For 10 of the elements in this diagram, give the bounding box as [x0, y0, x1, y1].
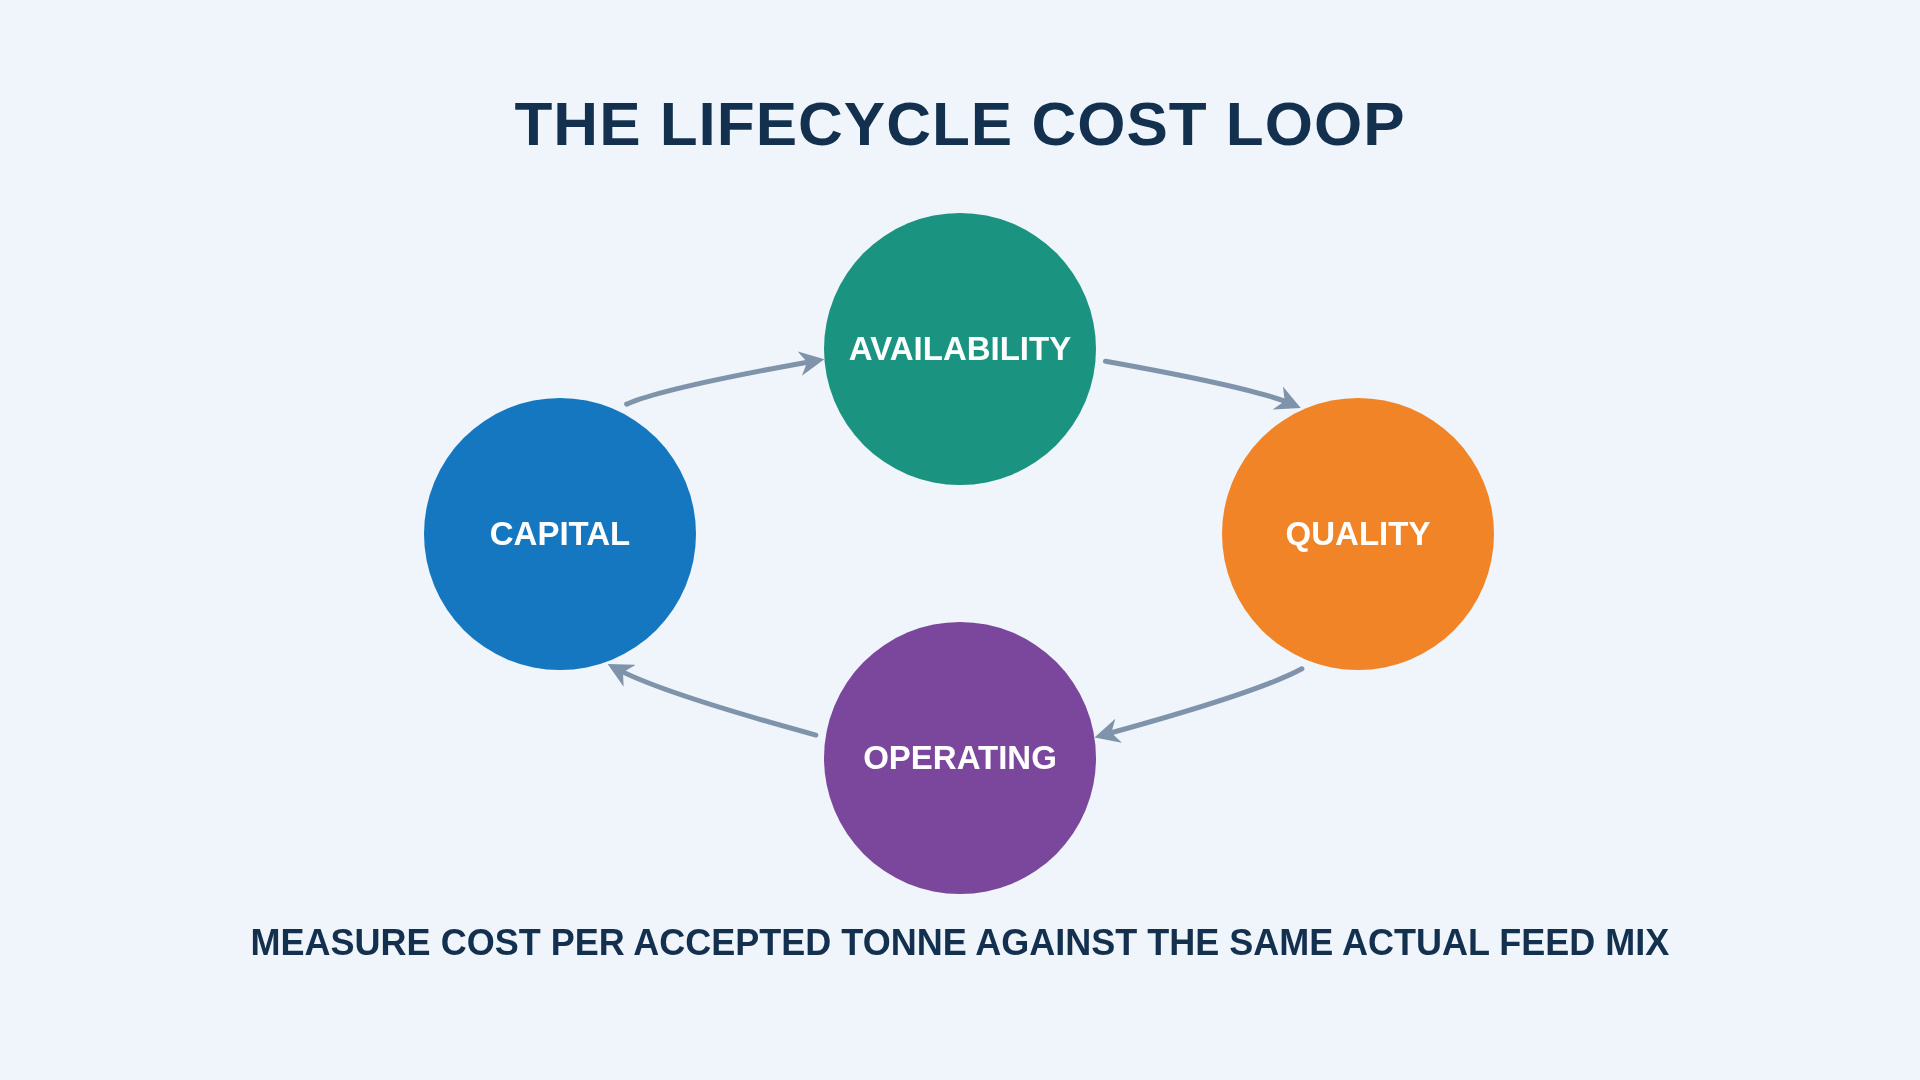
caption: MEASURE COST PER ACCEPTED TONNE AGAINST THE SAME ACTUAL FEED MIX — [250, 922, 1670, 964]
curved-arrow — [607, 664, 819, 738]
title: THE LIFECYCLE COST LOOP — [514, 88, 1406, 159]
curved-arrow — [1103, 358, 1301, 410]
curved-arrow — [624, 351, 825, 407]
node-label: QUALITY — [1285, 515, 1431, 553]
node-label: AVAILABILITY — [848, 330, 1072, 368]
node-label: OPERATING — [863, 739, 1057, 777]
node-label: CAPITAL — [489, 515, 631, 553]
curved-arrow — [1094, 666, 1305, 743]
